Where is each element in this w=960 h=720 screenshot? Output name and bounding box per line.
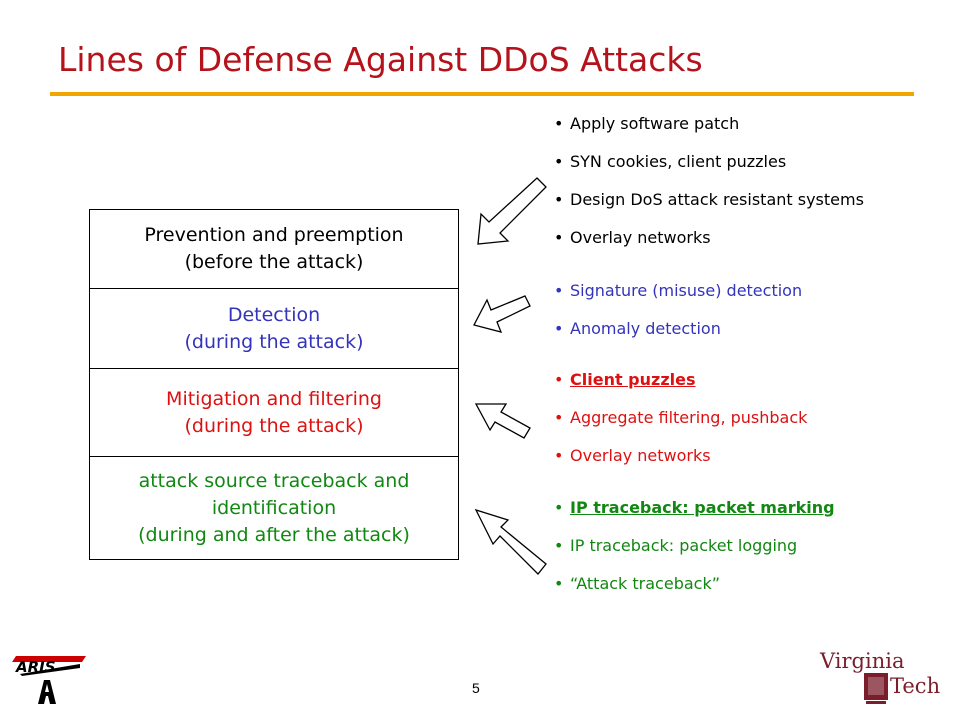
list-item: SYN cookies, client puzzles: [554, 152, 864, 190]
layer-prevention: Prevention and preemption (before the at…: [89, 209, 459, 289]
list-item: Anomaly detection: [554, 319, 802, 357]
list-item: Client puzzles: [554, 370, 807, 408]
group-mitigation: Client puzzles Aggregate filtering, push…: [554, 370, 807, 484]
group-prevention: Apply software patch SYN cookies, client…: [554, 114, 864, 266]
list-item: IP traceback: packet logging: [554, 536, 835, 574]
tech-text: Tech: [890, 674, 940, 698]
packet-marking-highlight: IP traceback: packet marking: [570, 498, 835, 517]
aris-logo: ARIS: [10, 640, 90, 716]
virginia-tech-logo: Virginia Tech: [818, 648, 948, 712]
client-puzzles-highlight: Client puzzles: [570, 370, 696, 389]
virginia-text: Virginia: [819, 649, 904, 673]
list-item: Design DoS attack resistant systems: [554, 190, 864, 228]
list-item: Overlay networks: [554, 228, 864, 266]
list-item: “Attack traceback”: [554, 574, 835, 612]
layer-detection-line2: (during the attack): [184, 330, 364, 353]
layer-traceback-line1: attack source traceback and: [138, 469, 410, 492]
arrow-4-icon: [474, 508, 547, 575]
page-number: 5: [472, 680, 480, 696]
title-underline: [50, 92, 914, 96]
layer-prevention-line1: Prevention and preemption: [144, 224, 404, 246]
layer-detection: Detection (during the attack): [89, 289, 459, 369]
arrow-3-icon: [474, 403, 531, 439]
slide-title: Lines of Defense Against DDoS Attacks: [58, 40, 703, 79]
layer-detection-line1: Detection: [227, 303, 321, 326]
layer-mitigation: Mitigation and filtering (during the att…: [89, 369, 459, 457]
layer-mitigation-line1: Mitigation and filtering: [166, 387, 382, 410]
list-item: Overlay networks: [554, 446, 807, 484]
group-traceback: IP traceback: packet marking IP tracebac…: [554, 498, 835, 612]
list-item: Aggregate filtering, pushback: [554, 408, 807, 446]
layer-traceback: attack source traceback and identificati…: [89, 457, 459, 560]
arrow-2-icon: [473, 295, 531, 333]
list-item: Apply software patch: [554, 114, 864, 152]
layer-traceback-line2: identification: [211, 496, 337, 519]
layer-mitigation-line2: (during the attack): [184, 414, 364, 437]
arrow-1-icon: [477, 177, 547, 245]
group-detection: Signature (misuse) detection Anomaly det…: [554, 281, 802, 357]
aris-logo-icon: ARIS: [12, 656, 86, 704]
virginia-tech-logo-icon: Virginia Tech: [819, 649, 940, 704]
layer-prevention-line2: (before the attack): [184, 251, 364, 273]
defense-layer-stack: Prevention and preemption (before the at…: [89, 209, 459, 560]
layer-traceback-line3: (during and after the attack): [138, 523, 410, 546]
list-item: Signature (misuse) detection: [554, 281, 802, 319]
list-item: IP traceback: packet marking: [554, 498, 835, 536]
